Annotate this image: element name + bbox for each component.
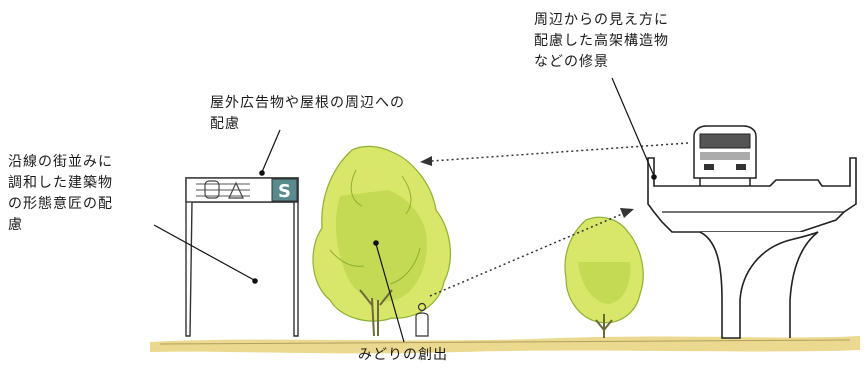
tree-large — [312, 145, 451, 337]
label-line: の形態意匠の配 — [8, 196, 113, 212]
tree-small — [564, 216, 644, 338]
rooftop-sign: S — [204, 178, 298, 202]
label-building-design: 沿線の街並みに 調和した建築物 の形態意匠の配 慮 — [8, 152, 113, 236]
label-line: 調和した建築物 — [8, 175, 113, 191]
leader-line-building — [153, 224, 258, 284]
leader-line-viaduct — [611, 77, 657, 180]
leader-line-advertising — [259, 129, 281, 176]
label-line: 慮 — [8, 217, 23, 233]
leader-line-greenery — [373, 240, 405, 343]
sign-letter: S — [278, 181, 291, 202]
label-greenery-creation: みどりの創出 — [358, 345, 448, 366]
person-figure — [415, 302, 429, 337]
train — [693, 125, 757, 186]
label-line: 屋外広告物や屋根の周辺への — [210, 95, 405, 111]
label-line: 周辺からの見え方に — [534, 12, 669, 28]
ground — [150, 336, 860, 354]
label-line: みどりの創出 — [358, 347, 448, 363]
label-line: などの修景 — [534, 54, 609, 70]
elevated-viaduct — [647, 157, 857, 339]
label-line: 沿線の街並みに — [8, 154, 113, 170]
label-line: 配慮 — [210, 116, 240, 132]
label-outdoor-advertising: 屋外広告物や屋根の周辺への 配慮 — [210, 93, 405, 135]
sightline-arrow-upper — [420, 142, 689, 166]
label-viaduct-landscaping: 周辺からの見え方に 配慮した高架構造物 などの修景 — [534, 10, 669, 73]
sightline-arrow-lower — [429, 208, 634, 297]
label-line: 配慮した高架構造物 — [534, 33, 669, 49]
